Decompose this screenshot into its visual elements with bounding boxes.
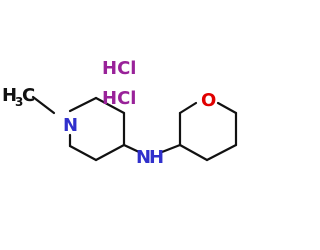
bond-c4-nh (122, 143, 141, 154)
hcl-label-1: HCl (102, 58, 136, 79)
bond-pip-c2-c3 (94, 96, 126, 115)
bond-pip-c4-c5 (94, 143, 126, 162)
amine-nitrogen-label: N (136, 147, 151, 168)
hcl-label-2: HCl (102, 88, 136, 109)
bond-ox-c1-o (216, 101, 238, 115)
bond-pip-c5-c6 (68, 144, 98, 162)
structure-svg: HCl HCl H 3 C N N H O (2, 58, 238, 168)
bond-ox-c4-c5 (178, 143, 209, 162)
molecule-diagram: HCl HCl H 3 C N N H O (2, 58, 238, 168)
bond-ox-c5-c6 (205, 143, 238, 162)
bond-pip-n-c2 (68, 96, 98, 113)
amine-hydrogen-label: H (149, 147, 164, 168)
methyl-subscript-label: 3 (15, 95, 23, 109)
ring-nitrogen-label: N (63, 115, 78, 136)
methyl-h-label: H (2, 85, 17, 106)
methyl-c-label: C (22, 85, 35, 106)
bond-methyl-n (31, 95, 56, 115)
bond-ox-c3-c2 (178, 101, 198, 115)
ring-oxygen-label: O (201, 90, 216, 111)
bond-nh-oxc4 (160, 143, 182, 154)
bonds (31, 95, 238, 162)
